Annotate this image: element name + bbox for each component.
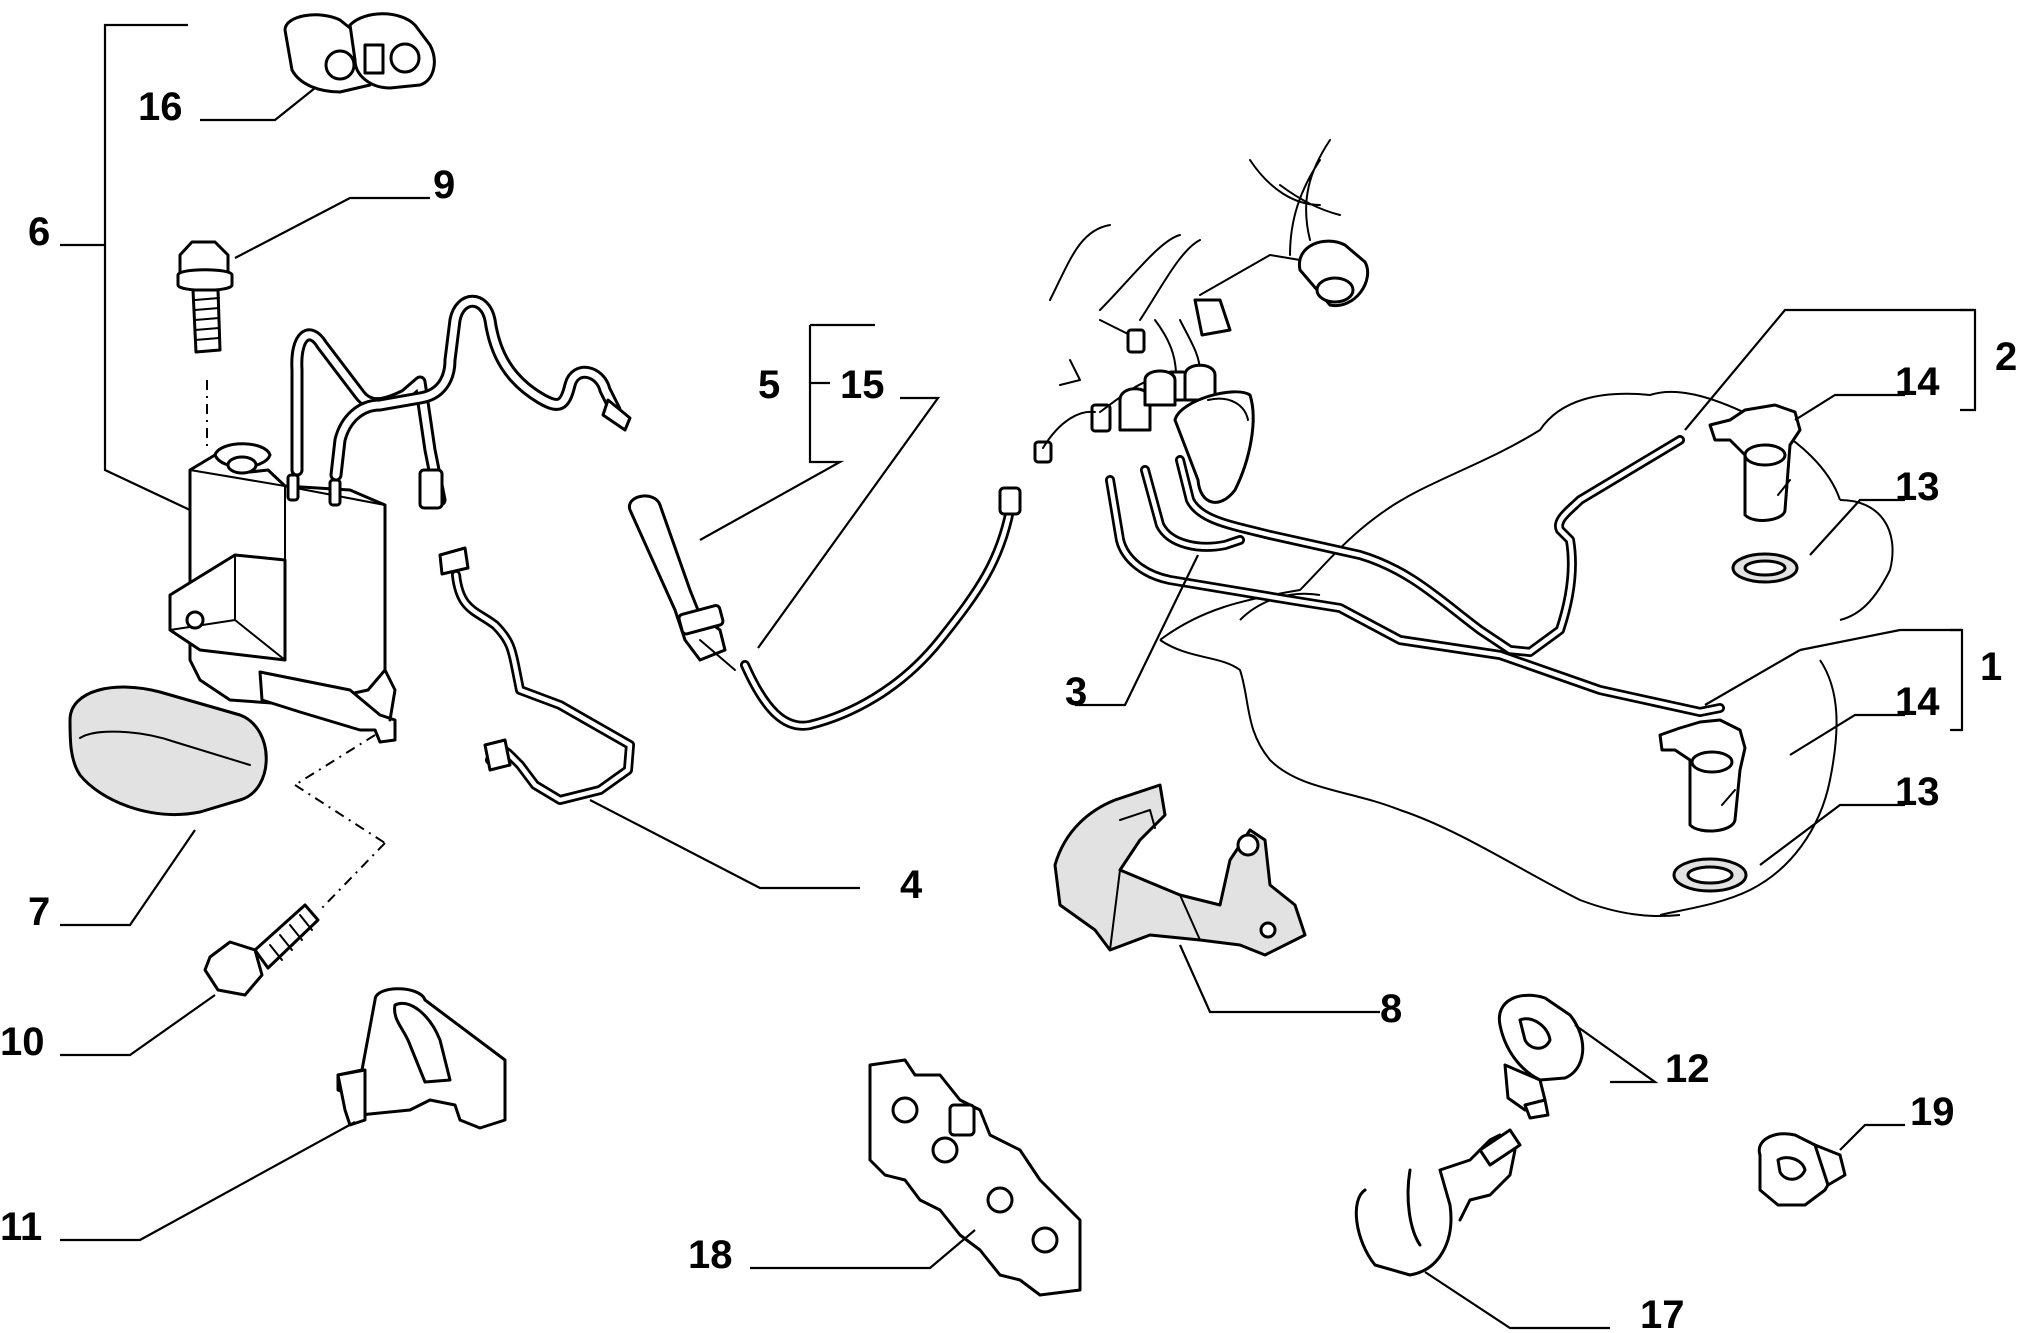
part-8-bracket — [1053, 783, 1307, 957]
callout-7: 7 — [28, 890, 50, 934]
callout-18: 18 — [688, 1233, 733, 1277]
callout-16: 16 — [138, 85, 183, 129]
part-13-ring-lower — [1672, 857, 1748, 893]
part-13-ring-upper — [1731, 552, 1799, 584]
part-6-charcoal-canister — [168, 380, 397, 911]
part-11-bracket-clip — [336, 987, 507, 1130]
callout-13-upper: 13 — [1895, 465, 1940, 509]
part-19-small-clip — [1757, 1132, 1847, 1207]
callout-13-lower: 13 — [1895, 770, 1940, 814]
callout-2: 2 — [1995, 335, 2017, 379]
part-10-bolt — [203, 903, 320, 997]
fuel-line-manifold — [1033, 139, 1370, 464]
callout-11: 11 — [0, 1205, 42, 1249]
callout-12: 12 — [1665, 1047, 1710, 1091]
part-14-filter-lower — [1658, 718, 1747, 833]
callout-14-lower: 14 — [1895, 680, 1940, 724]
callout-10: 10 — [0, 1020, 45, 1064]
part-14-filter-upper — [1708, 403, 1802, 522]
callout-8: 8 — [1380, 987, 1402, 1031]
part-9-bolt — [176, 240, 234, 354]
callout-15: 15 — [840, 363, 885, 407]
part-12-clip — [1497, 993, 1585, 1120]
callout-4: 4 — [900, 863, 923, 907]
callout-3: 3 — [1065, 670, 1087, 714]
callout-1: 1 — [1980, 645, 2002, 689]
leader-lines — [60, 23, 1977, 1330]
part-17-saddle-clip — [1354, 1128, 1522, 1277]
part-16-double-clip — [283, 12, 436, 94]
part-7-pad — [68, 685, 268, 816]
callout-5: 5 — [758, 363, 780, 407]
part-5-sensor — [628, 486, 1022, 731]
callout-9: 9 — [433, 163, 455, 207]
fuel-lines-1-2-3 — [1105, 363, 1725, 717]
callout-6: 6 — [28, 210, 50, 254]
callout-17: 17 — [1640, 1293, 1685, 1333]
canister-vapor-hoses — [290, 294, 632, 510]
part-4-purge-pipe — [438, 546, 635, 805]
part-18-multi-clip — [868, 1058, 1082, 1297]
callout-14-upper: 14 — [1895, 360, 1940, 404]
callout-19: 19 — [1910, 1090, 1955, 1134]
